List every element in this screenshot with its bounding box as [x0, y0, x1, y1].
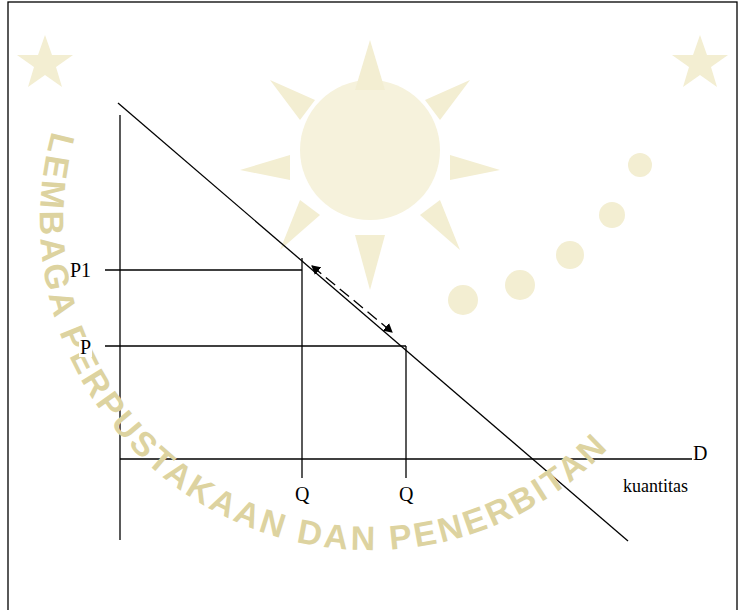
quantity-label: Q — [294, 484, 310, 504]
quantity-axis — [120, 458, 695, 459]
quantity-line — [301, 258, 302, 478]
frame-border — [8, 2, 737, 610]
price-label: P — [79, 337, 92, 357]
movement-arrow — [312, 266, 392, 332]
quantity-label: Q — [398, 484, 414, 504]
watermark-text: LEMBAGA PERPUSTAKAAN DAN PENERBITAN — [33, 129, 615, 557]
axis-label: kuantitas — [622, 477, 689, 495]
price-label: P1 — [69, 260, 92, 280]
price-axis — [119, 115, 120, 540]
watermark-text: LEMBAGA PERPUSTAKAAN DAN PENERBITAN — [33, 129, 615, 557]
quantity-line — [405, 346, 406, 478]
price-line — [105, 269, 302, 270]
curve-label: D — [692, 443, 708, 463]
price-line — [105, 345, 406, 346]
